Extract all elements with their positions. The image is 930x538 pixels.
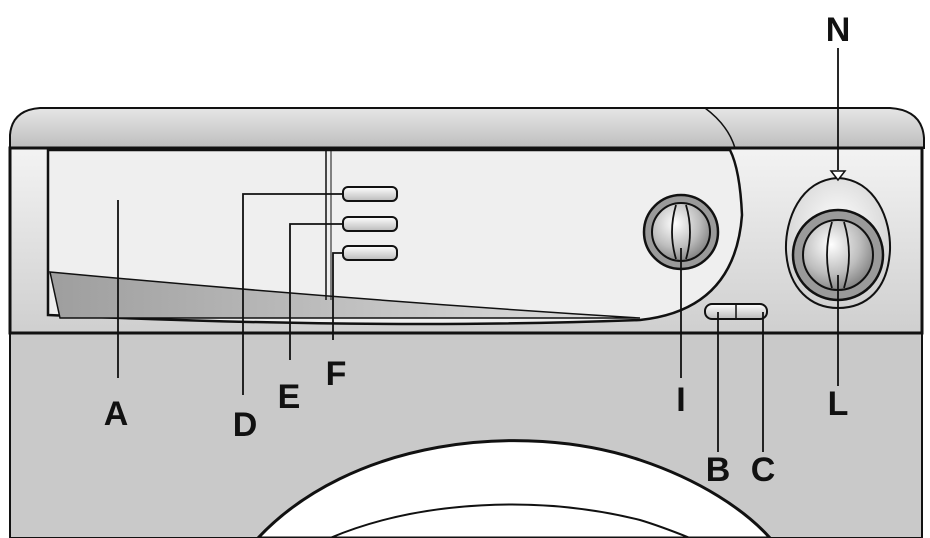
label-b: B [705,451,731,489]
knob-l-grip [826,221,850,289]
indicator-triangle [829,170,847,182]
top-lid [9,107,925,149]
leader-lines [117,48,839,452]
door-inner-ring [329,503,691,538]
door-outer-ring [255,439,773,538]
leader-e [289,223,343,360]
label-f: F [325,355,347,393]
label-c: C [750,451,776,489]
button-e[interactable] [342,216,398,232]
label-a: A [103,395,129,433]
label-e: E [277,378,301,416]
label-d: D [232,406,258,444]
button-f[interactable] [342,245,398,261]
leader-d [242,193,343,395]
detergent-drawer [46,148,744,326]
lid-seam [704,107,736,149]
label-n: N [825,11,851,49]
drawer-handle-recess [49,271,641,319]
button-d[interactable] [342,186,398,202]
label-i: I [676,381,686,419]
knob-i-grip [671,204,691,260]
leader-f [332,252,343,340]
label-l: L [827,385,849,423]
